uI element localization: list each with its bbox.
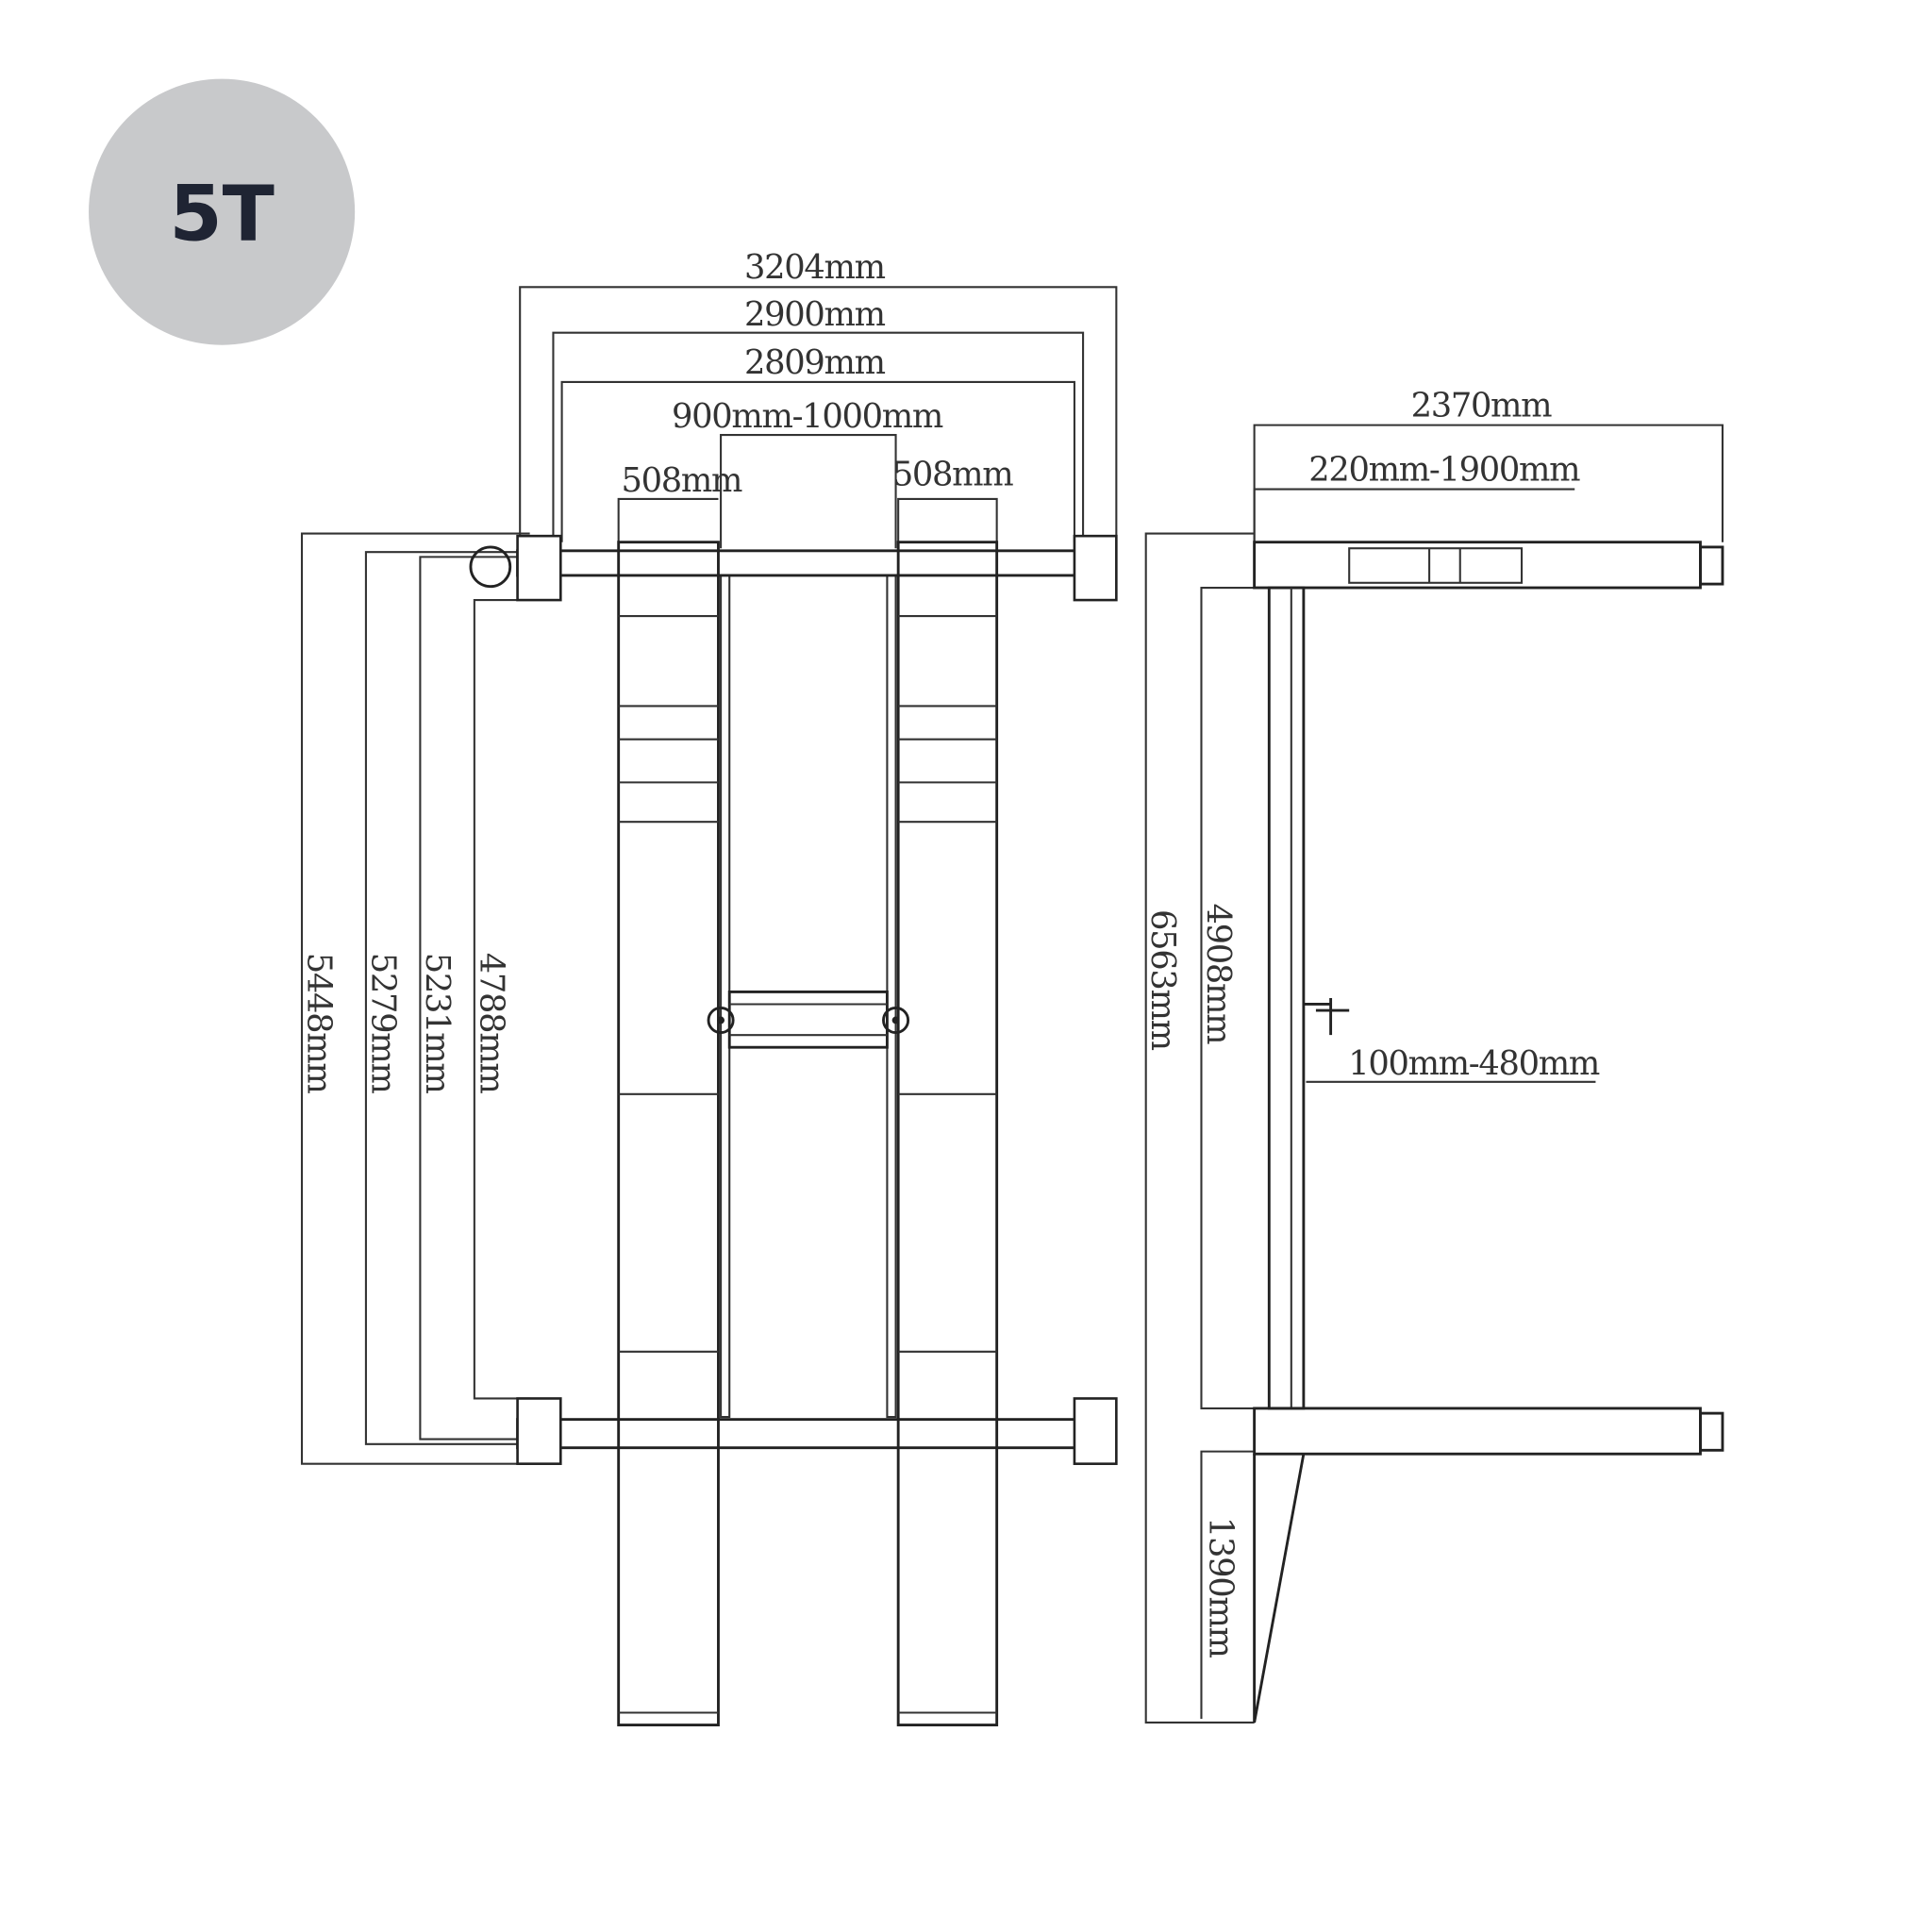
dim-side-overall-length: 6563mm bbox=[1143, 909, 1182, 1051]
dim-post-outer: 5279mm bbox=[363, 953, 402, 1094]
dim-inner-posts: 2809mm bbox=[744, 343, 886, 382]
capacity-label: 5T bbox=[169, 171, 275, 259]
dim-overall-length: 5448mm bbox=[300, 953, 339, 1094]
dim-between-posts: 2900mm bbox=[744, 295, 886, 334]
dim-between-arms: 4788mm bbox=[472, 953, 510, 1094]
dim-arm-travel: 220mm-1900mm bbox=[1308, 450, 1580, 489]
side-view-lift bbox=[1253, 541, 1724, 1724]
width-dimension-lines bbox=[519, 286, 1118, 549]
dim-runway-gap: 900mm-1000mm bbox=[672, 397, 943, 436]
capacity-badge bbox=[89, 78, 356, 345]
length-dimension-lines bbox=[300, 532, 530, 1465]
dim-ramp-length: 1390mm bbox=[1202, 1517, 1241, 1658]
dim-arm-length: 2370mm bbox=[1411, 386, 1553, 425]
dim-runway-left: 508mm bbox=[621, 461, 741, 500]
side-view-dimension-lines bbox=[1144, 424, 1724, 1724]
dim-overall-width: 3204mm bbox=[744, 248, 886, 287]
dim-post-inner: 5231mm bbox=[418, 953, 457, 1094]
front-view-lift bbox=[469, 534, 1118, 1727]
dim-column-height: 4908mm bbox=[1199, 903, 1238, 1044]
dim-jack-range: 100mm-480mm bbox=[1348, 1044, 1600, 1083]
dim-runway-right: 508mm bbox=[892, 456, 1013, 494]
